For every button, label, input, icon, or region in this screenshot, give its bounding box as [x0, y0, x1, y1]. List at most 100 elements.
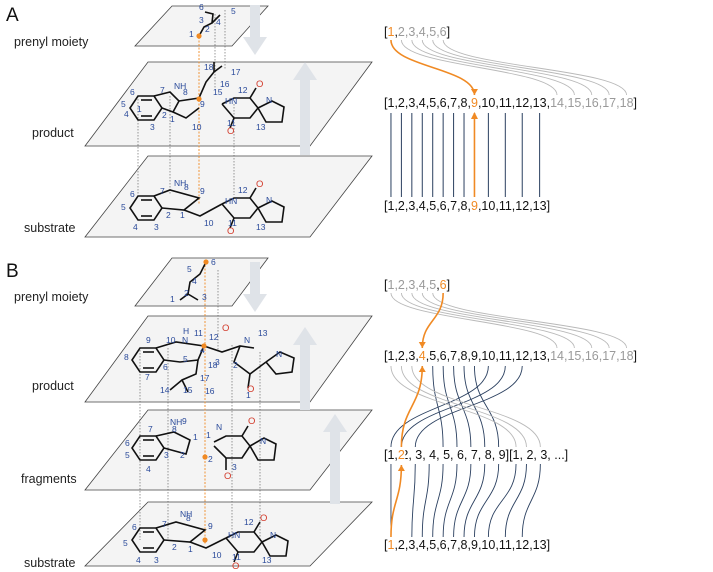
svg-text:7: 7: [148, 424, 153, 434]
svg-text:NH: NH: [170, 417, 182, 427]
correspondence-lines-b: [139, 270, 261, 540]
svg-text:5: 5: [187, 264, 192, 274]
svg-text:4: 4: [146, 464, 151, 474]
sequence-b-substrate-separator: ,: [447, 538, 450, 552]
sequence-b-substrate-separator: ,: [512, 538, 515, 552]
sequence-a-substrate-close-bracket: ]: [547, 199, 550, 213]
sequence-a-product-separator: ,: [529, 96, 532, 110]
svg-text:3: 3: [164, 450, 169, 460]
sequence-b-product-separator: ,: [599, 349, 602, 363]
svg-text:9: 9: [182, 416, 187, 426]
svg-text:HN: HN: [225, 196, 237, 206]
svg-text:4: 4: [133, 222, 138, 232]
sequence-b-prenyl-item: 4: [419, 278, 426, 292]
svg-text:2: 2: [180, 450, 185, 460]
sequence-b-product-item: 11: [499, 349, 512, 363]
mapping-a-grey-curve: [400, 39, 558, 96]
sequence-b-prenyl-separator: ,: [415, 278, 418, 292]
svg-text:6: 6: [211, 257, 216, 267]
svg-text:5: 5: [121, 99, 126, 109]
sequence-b-substrate-item: 9: [471, 538, 478, 552]
substrate-atom-labels-a: 1 2 3 4 5 6 7 8 9 10 11 12 13: [121, 182, 266, 232]
fragment-highlight-mask: [397, 448, 406, 461]
sequence-b-product-separator: ,: [616, 349, 619, 363]
mapping-b-product-to-fragments: [414, 365, 523, 448]
prenyl-molecule-a: [198, 11, 221, 37]
sequence-b-substrate: [1, 2, 3, 4, 5, 6, 7, 8, 9, 10, 11, 12, …: [384, 538, 550, 552]
sequence-a-product-separator: ,: [447, 96, 450, 110]
svg-text:10: 10: [204, 218, 214, 228]
sequence-a-product-separator: ,: [495, 96, 498, 110]
product-hetero-labels-b: H N N N O O: [182, 323, 282, 395]
sequence-b-product-item: 9: [471, 349, 478, 363]
svg-text:8: 8: [172, 424, 177, 434]
sequence-b-prenyl-item: 6: [440, 278, 447, 292]
prenyl-molecule-b: [179, 261, 207, 301]
svg-text:3: 3: [154, 222, 159, 232]
sequence-a-product-close-bracket: ]: [634, 96, 637, 110]
product-hetero-labels-a: NH HN N O O: [174, 79, 272, 137]
svg-text:7: 7: [162, 519, 167, 529]
svg-text:2: 2: [208, 454, 213, 464]
prenyl-atom-labels-a: 1 2 3 4 5 6: [189, 2, 236, 39]
sequence-a-prenyl-item: 1: [387, 25, 394, 39]
svg-text:13: 13: [262, 555, 272, 565]
sequence-a-prenyl-item: 4: [419, 25, 426, 39]
sequence-a-prenyl-item: 5: [429, 25, 436, 39]
svg-text:6: 6: [125, 438, 130, 448]
svg-text:17: 17: [200, 373, 210, 383]
sequence-a-substrate: [1, 2, 3, 4, 5, 6, 7, 8, 9, 10, 11, 12, …: [384, 199, 550, 213]
sequence-a-product-item: 5: [429, 96, 436, 110]
plane-b-fragments: [84, 409, 373, 491]
svg-text:1: 1: [170, 294, 175, 304]
svg-text:1: 1: [206, 430, 211, 440]
sequence-b-product-separator: ,: [512, 349, 515, 363]
sequence-a-product-separator: ,: [426, 96, 429, 110]
svg-text:18: 18: [208, 360, 218, 370]
sequence-b-substrate-item: 5: [429, 538, 436, 552]
mapping-a-grey-curve: [421, 39, 593, 96]
sequence-b-product-close-bracket: ]: [634, 349, 637, 363]
layer-label-b-prenyl: prenyl moiety: [14, 290, 89, 304]
sequence-a-product-separator: ,: [468, 96, 471, 110]
svg-text:H: H: [183, 326, 189, 336]
svg-text:N: N: [266, 95, 272, 105]
product-atom-labels-a: 1 1 2 3 4 5 6 7 8 9 10 11 12 13 15 16 17…: [121, 62, 266, 132]
panel-a-label: A: [6, 5, 19, 26]
sequence-a-product-separator: ,: [564, 96, 567, 110]
svg-text:10: 10: [166, 335, 176, 345]
sequence-a-product-item: 10: [481, 96, 495, 110]
svg-text:N: N: [216, 422, 222, 432]
sequence-a-product-separator: ,: [616, 96, 619, 110]
sequence-a-prenyl-separator: ,: [394, 25, 397, 39]
sequence-b-prenyl-separator: ,: [394, 278, 397, 292]
svg-text:8: 8: [186, 513, 191, 523]
svg-text:16: 16: [220, 79, 230, 89]
sequence-b-substrate-separator: ,: [426, 538, 429, 552]
svg-text:5: 5: [183, 354, 188, 364]
sequence-b-substrate-separator: ,: [436, 538, 439, 552]
svg-text:3: 3: [232, 462, 237, 472]
svg-text:18: 18: [204, 62, 214, 72]
sequence-a-product-item: 12: [515, 96, 529, 110]
sequence-a-product-item: 8: [461, 96, 468, 110]
svg-text:5: 5: [121, 202, 126, 212]
mapping-b-prenyl-to-product-arrowhead: [418, 342, 426, 348]
sequence-b-product-item: 15: [567, 349, 581, 363]
svg-text:O: O: [227, 126, 234, 137]
sequence-a-substrate-separator: ,: [468, 199, 471, 213]
sequence-a-substrate-item: 13: [533, 199, 547, 213]
sequence-b-product-separator: ,: [529, 349, 532, 363]
svg-text:2: 2: [205, 24, 210, 34]
mapping-b-fragments-to-substrate: [432, 463, 444, 538]
sequence-a-substrate-separator: ,: [405, 199, 408, 213]
sequence-a-product-separator: ,: [478, 96, 481, 110]
sequence-a-substrate-separator: ,: [529, 199, 532, 213]
mapping-b-fragment-to-product-highlight-arrowhead: [418, 366, 426, 372]
sequence-b-substrate-item: 13: [533, 538, 547, 552]
sequence-mapping-layer: [1, 2, 3, 4, 5, 6][1, 2, 3, 4, 5, 6, 7, …: [384, 25, 637, 552]
sequence-a-substrate-separator: ,: [394, 199, 397, 213]
svg-text:8: 8: [183, 87, 188, 97]
svg-text:NH: NH: [174, 81, 186, 91]
svg-text:11: 11: [227, 118, 236, 128]
